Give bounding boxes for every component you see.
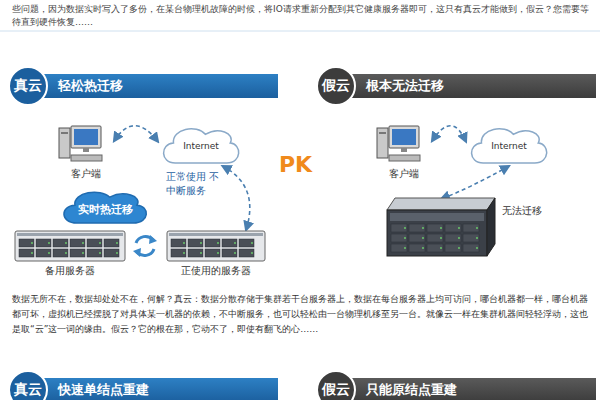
node-label: 客户端	[370, 167, 438, 181]
dashed-connector	[223, 166, 250, 230]
cloud-node: Internet	[158, 122, 244, 166]
section-header: 根本无法迁移假云	[316, 66, 596, 106]
client-computer: 客户端	[58, 124, 114, 181]
cycle-arrows-icon	[133, 235, 157, 257]
cloud-label: Internet	[158, 141, 244, 151]
server-node	[385, 196, 497, 258]
cloud-node: Internet	[466, 122, 552, 166]
section-header: 轻松热迁移真云	[8, 66, 278, 106]
server-node: 正使用的服务器	[166, 230, 266, 278]
header-badge-text: 真云	[14, 381, 42, 399]
rack-server-icon	[166, 230, 266, 262]
client-computer: 客户端	[376, 124, 432, 181]
header-title: 快速单结点重建	[58, 382, 149, 398]
header-badge: 真云	[8, 370, 48, 400]
node-label: 备用服务器	[14, 264, 126, 278]
cloud-label: 实时热迁移	[58, 202, 152, 217]
header-badge-text: 假云	[322, 381, 350, 399]
header-title: 轻松热迁移	[58, 78, 123, 94]
rack-server-icon	[14, 230, 126, 262]
header-bar: 轻松热迁移	[38, 74, 278, 98]
dashed-connector	[441, 166, 509, 199]
computer-icon	[376, 124, 422, 166]
cloud-label: Internet	[466, 141, 552, 151]
header-title: 只能原结点重建	[366, 382, 457, 398]
header-badge-text: 真云	[14, 77, 42, 95]
node-label: 客户端	[52, 167, 120, 181]
header-badge: 假云	[316, 370, 356, 400]
header-bar: 只能原结点重建	[346, 378, 596, 400]
computer-icon	[58, 124, 104, 166]
header-badge: 假云	[316, 66, 356, 106]
header-badge-text: 假云	[322, 77, 350, 95]
edge-label: 无法迁移	[502, 204, 552, 218]
header-title: 根本无法迁移	[366, 78, 444, 94]
pk-mark: PK	[279, 152, 319, 178]
edge-label: 正常使用 不中断服务	[166, 170, 222, 198]
big-server-icon	[385, 196, 497, 258]
header-badge: 真云	[8, 66, 48, 106]
server-node: 备用服务器	[14, 230, 126, 278]
dashed-connector	[432, 126, 466, 142]
cloud-node: 实时热迁移	[58, 186, 152, 226]
divider-line	[0, 31, 600, 32]
section-header: 快速单结点重建真云	[8, 370, 278, 400]
intro-text: 些问题，因为数据实时写入了多份，在某台物理机故障的时候，将IO请求重新分配到其它…	[12, 3, 592, 29]
node-label: 正使用的服务器	[166, 264, 266, 278]
body-paragraph: 数据无所不在，数据却处处不在，何解？真云：数据分散存储于集群若干台服务器上，数据…	[12, 292, 592, 337]
header-bar: 根本无法迁移	[346, 74, 596, 98]
section-header: 只能原结点重建假云	[316, 370, 596, 400]
dashed-connector	[114, 126, 158, 142]
header-bar: 快速单结点重建	[38, 378, 278, 400]
